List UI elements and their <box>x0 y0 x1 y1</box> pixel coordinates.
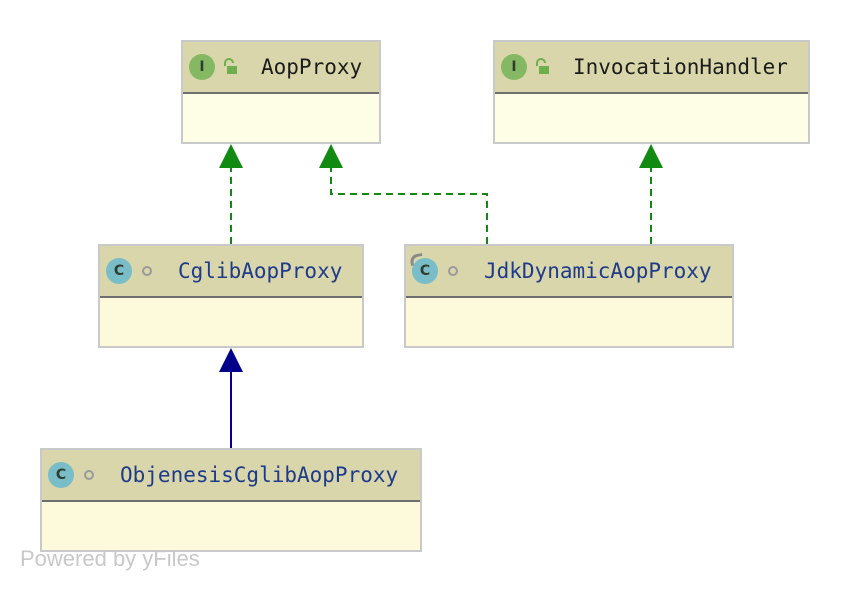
node-header: C ObjenesisCglibAopProxy <box>42 450 420 502</box>
edge-objenesis-extends-cglib <box>219 348 243 448</box>
class-badge-icon: C <box>48 462 74 488</box>
node-header: C JdkDynamicAopProxy <box>406 246 732 298</box>
node-cglib-aop-proxy[interactable]: C CglibAopProxy <box>98 244 364 348</box>
node-header: C CglibAopProxy <box>100 246 362 298</box>
node-header: I AopProxy <box>183 42 379 94</box>
node-title: CglibAopProxy <box>178 259 343 283</box>
interface-badge-icon: I <box>189 54 215 80</box>
public-lock-icon <box>224 58 237 74</box>
final-class-badge-icon: C <box>409 252 438 284</box>
edge-jdk-implements-invocationhandler <box>639 144 663 244</box>
node-invocation-handler[interactable]: I InvocationHandler <box>493 40 810 144</box>
edge-cglib-implements-aopproxy <box>219 144 243 244</box>
final-marker-icon <box>409 252 424 267</box>
interface-badge-icon: I <box>501 54 527 80</box>
package-private-dot-icon <box>84 470 94 480</box>
public-lock-icon <box>536 58 549 74</box>
powered-by-watermark: Powered by yFiles <box>20 546 200 571</box>
node-header: I InvocationHandler <box>495 42 808 94</box>
node-jdk-dynamic-aop-proxy[interactable]: C JdkDynamicAopProxy <box>404 244 734 348</box>
node-title: AopProxy <box>261 55 363 79</box>
package-private-dot-icon <box>142 266 152 276</box>
node-title: ObjenesisCglibAopProxy <box>120 463 399 487</box>
node-title: InvocationHandler <box>573 55 788 79</box>
node-aop-proxy[interactable]: I AopProxy <box>181 40 381 144</box>
edge-jdk-implements-aopproxy <box>319 144 488 244</box>
class-badge-icon: C <box>106 258 132 284</box>
node-title: JdkDynamicAopProxy <box>484 259 712 283</box>
package-private-dot-icon <box>448 266 458 276</box>
node-objenesis-cglib-aop-proxy[interactable]: C ObjenesisCglibAopProxy <box>40 448 422 552</box>
